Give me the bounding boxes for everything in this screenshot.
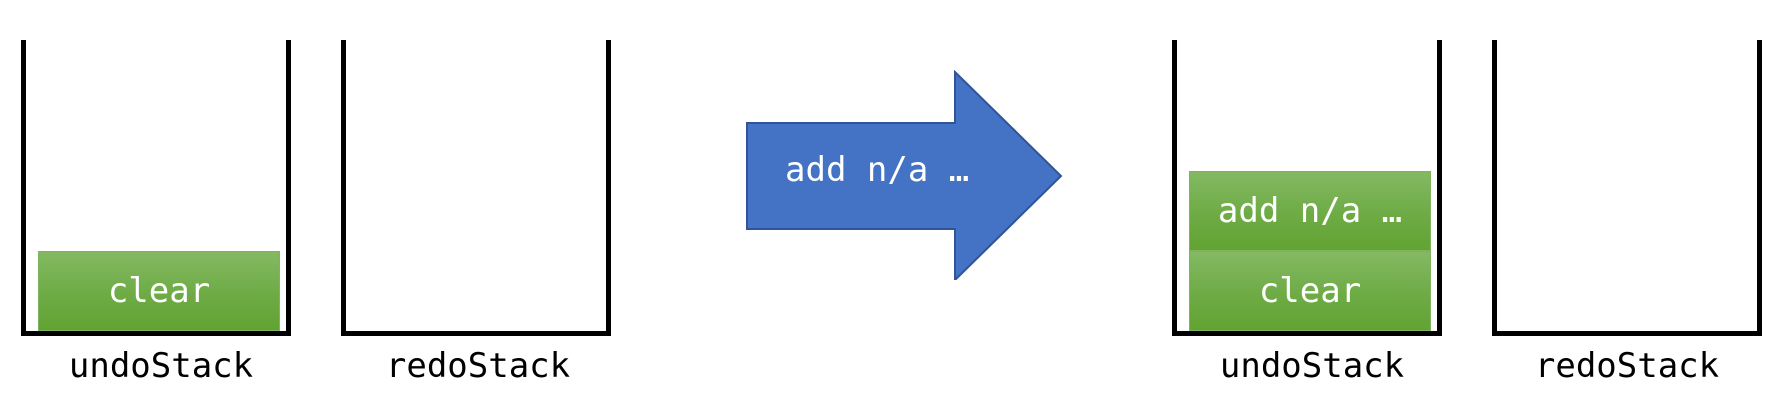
- before-undo-stack-label: undoStack: [68, 346, 254, 386]
- before-redo-stack-label: redoStack: [385, 346, 571, 386]
- after-undo-item-add: add n/a …: [1189, 171, 1431, 251]
- after-undo-stack-label: undoStack: [1219, 346, 1405, 386]
- transition-arrow-label: add n/a …: [785, 150, 970, 190]
- before-undo-stack: clear: [21, 40, 291, 336]
- after-undo-item-clear: clear: [1189, 251, 1431, 331]
- after-undo-stack: add n/a … clear: [1172, 40, 1442, 336]
- after-redo-stack: [1492, 40, 1762, 336]
- before-undo-item-clear: clear: [38, 251, 280, 331]
- right-arrow-icon: [746, 70, 1063, 280]
- after-redo-stack-label: redoStack: [1534, 346, 1720, 386]
- transition-arrow: add n/a …: [745, 70, 1063, 280]
- before-redo-stack: [341, 40, 611, 336]
